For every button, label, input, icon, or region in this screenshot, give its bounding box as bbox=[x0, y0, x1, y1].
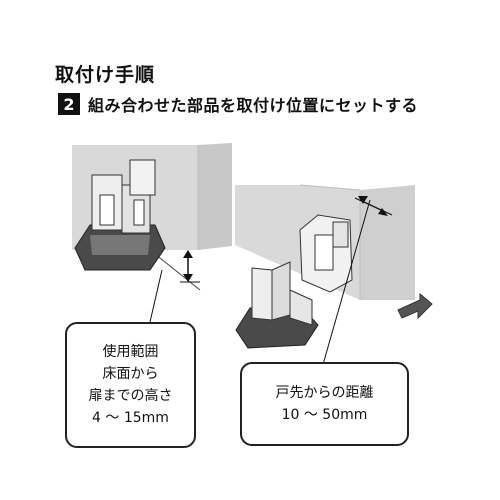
double-arrow-icon bbox=[321, 196, 393, 369]
left-leader-line bbox=[149, 269, 163, 323]
callout-line: 床面から bbox=[102, 366, 159, 382]
arrow-right-icon bbox=[397, 292, 433, 320]
step-instruction: 組み合わせた部品を取付け位置にセットする bbox=[88, 96, 419, 115]
step-heading: 2 組み合わせた部品を取付け位置にセットする bbox=[58, 92, 418, 116]
callout-line: 戸先からの距離 bbox=[275, 385, 374, 401]
callout-line: 10 ～ 50mm bbox=[281, 407, 368, 423]
callout-line: 4 ～ 15mm bbox=[92, 410, 169, 426]
callout-line: 使用範囲 bbox=[102, 344, 159, 360]
right-upper-part bbox=[299, 214, 353, 293]
callout-line: 扉までの高さ bbox=[88, 388, 173, 404]
page-title: 取付け手順 bbox=[55, 64, 156, 86]
step-number-badge: 2 bbox=[58, 93, 80, 115]
right-base-part bbox=[235, 261, 319, 349]
floor-gap-arrow bbox=[180, 250, 200, 283]
door-distance-callout: 戸先からの距離 10 ～ 50mm bbox=[240, 362, 409, 446]
left-stopper-part bbox=[74, 159, 166, 271]
floor-height-callout: 使用範囲 床面から 扉までの高さ 4 ～ 15mm bbox=[65, 322, 196, 448]
